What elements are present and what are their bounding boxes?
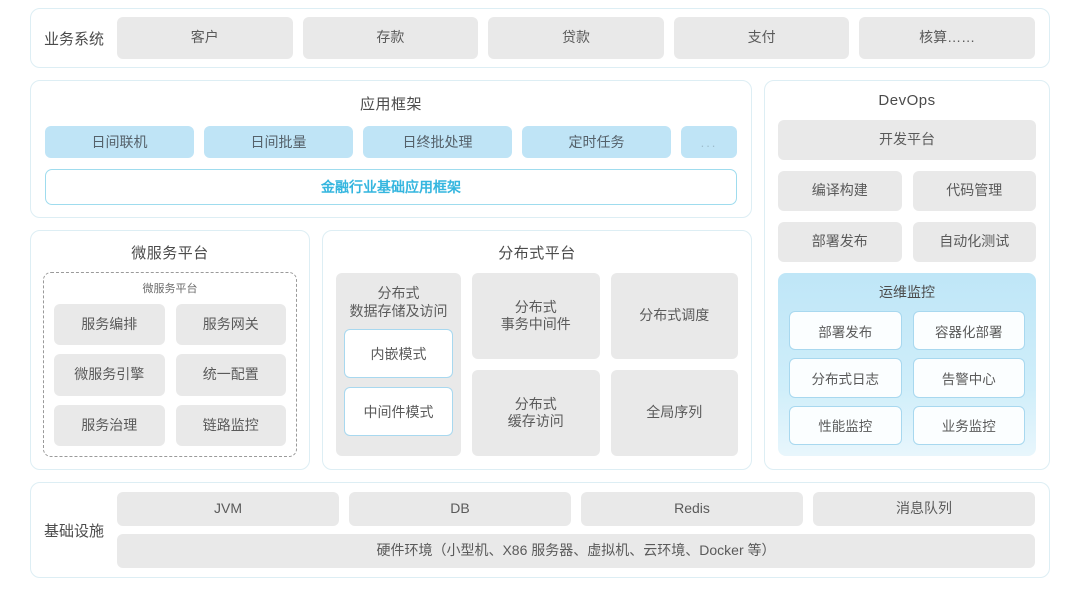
- ops-item-business-monitor[interactable]: 业务监控: [912, 405, 1025, 445]
- infra-component-jvm[interactable]: JVM: [117, 492, 339, 526]
- ops-item-distributed-log[interactable]: 分布式日志: [789, 358, 902, 398]
- devops-column: DevOps 开发平台 编译构建 代码管理 部署发布 自动化测试 运维监控 部署…: [764, 80, 1050, 470]
- business-card-customer[interactable]: 客户: [117, 17, 293, 59]
- micro-item-unified-config[interactable]: 统一配置: [175, 354, 286, 396]
- microservice-items-grid: 服务编排 服务网关 微服务引擎 统一配置 服务治理 链路监控: [54, 304, 286, 446]
- dist-card-3-line1: 全局序列: [646, 404, 703, 421]
- dist-card-2-line2: 缓存访问: [507, 413, 564, 429]
- business-systems-panel: 业务系统 客户 存款 贷款 支付 核算……: [30, 8, 1050, 68]
- ops-item-container-deploy[interactable]: 容器化部署: [912, 311, 1025, 351]
- appfw-pill-eod-batch[interactable]: 日终批处理: [363, 126, 512, 158]
- application-framework-panel: 应用框架 日间联机 日间批量 日终批处理 定时任务 ... 金融行业基础应用框架: [30, 80, 752, 218]
- dist-card-scheduling[interactable]: 分布式调度: [610, 273, 738, 359]
- business-card-accounting[interactable]: 核算……: [859, 17, 1035, 59]
- microservice-inner-title: 微服务平台: [142, 283, 198, 295]
- dist-card-global-sequence[interactable]: 全局序列: [610, 370, 738, 456]
- devops-dev-platform[interactable]: 开发平台: [778, 120, 1036, 160]
- business-systems-label: 业务系统: [43, 30, 104, 48]
- distributed-storage-card[interactable]: 分布式 数据存储及访问 内嵌模式 中间件模式: [336, 273, 461, 456]
- infra-component-redis[interactable]: Redis: [581, 492, 803, 526]
- devops-panel: DevOps 开发平台 编译构建 代码管理 部署发布 自动化测试 运维监控 部署…: [764, 80, 1050, 470]
- infra-hardware-environment[interactable]: 硬件环境（小型机、X86 服务器、虚拟机、云环境、Docker 等）: [117, 534, 1035, 568]
- appfw-pill-daytime-online[interactable]: 日间联机: [45, 126, 194, 158]
- infrastructure-label: 基础设施: [43, 522, 104, 540]
- ops-item-alert-center[interactable]: 告警中心: [912, 358, 1025, 398]
- micro-item-service-orchestration[interactable]: 服务编排: [54, 304, 165, 346]
- distributed-platform-panel: 分布式平台 分布式 数据存储及访问 内嵌模式 中间件模式: [322, 230, 752, 470]
- infrastructure-stack: JVM DB Redis 消息队列 硬件环境（小型机、X86 服务器、虚拟机、云…: [117, 492, 1035, 568]
- distributed-cards-grid: 分布式 事务中间件 分布式调度 分布式 缓存访问: [472, 273, 738, 456]
- devops-pair-1: 编译构建 代码管理: [778, 171, 1036, 211]
- devops-item-automated-test[interactable]: 自动化测试: [912, 222, 1036, 262]
- distributed-storage-title-line2: 数据存储及访问: [349, 302, 448, 319]
- micro-item-trace-monitor[interactable]: 链路监控: [175, 404, 286, 446]
- appfw-pill-scheduled-task[interactable]: 定时任务: [522, 126, 671, 158]
- ops-item-performance-monitor[interactable]: 性能监控: [789, 405, 902, 445]
- finance-base-framework-banner: 金融行业基础应用框架: [45, 169, 737, 205]
- distributed-platform-body: 分布式 数据存储及访问 内嵌模式 中间件模式 分布式 事务中间件: [336, 273, 738, 456]
- microservice-platform-title: 微服务平台: [131, 245, 209, 262]
- ops-monitor-group: 运维监控 部署发布 容器化部署 分布式日志 告警中心 性能监控 业务监控: [778, 273, 1036, 456]
- business-systems-cards: 客户 存款 贷款 支付 核算……: [117, 17, 1035, 59]
- infrastructure-components: JVM DB Redis 消息队列: [117, 492, 1035, 526]
- infrastructure-panel: 基础设施 JVM DB Redis 消息队列 硬件环境（小型机、X86 服务器、…: [30, 482, 1050, 578]
- micro-item-service-governance[interactable]: 服务治理: [54, 404, 165, 446]
- dist-card-0-line1: 分布式: [514, 298, 557, 315]
- dist-card-2-line1: 分布式: [514, 395, 557, 412]
- dist-card-transaction-middleware[interactable]: 分布式 事务中间件: [472, 273, 600, 359]
- devops-item-code-management[interactable]: 代码管理: [912, 171, 1036, 211]
- dist-card-0-line2: 事务中间件: [500, 316, 571, 332]
- micro-item-microservice-engine[interactable]: 微服务引擎: [54, 354, 165, 396]
- devops-item-compile-build[interactable]: 编译构建: [778, 171, 902, 211]
- devops-item-deploy-release[interactable]: 部署发布: [778, 222, 902, 262]
- appfw-pill-daytime-batch[interactable]: 日间批量: [204, 126, 353, 158]
- microservice-platform-panel: 微服务平台 微服务平台 服务编排 服务网关 微服务引擎 统一配置 服务治理 链路…: [30, 230, 310, 470]
- business-card-deposit[interactable]: 存款: [302, 17, 479, 59]
- middle-section: 应用框架 日间联机 日间批量 日终批处理 定时任务 ... 金融行业基础应用框架…: [30, 80, 1050, 470]
- infra-component-message-queue[interactable]: 消息队列: [813, 492, 1035, 526]
- platform-row: 微服务平台 微服务平台 服务编排 服务网关 微服务引擎 统一配置 服务治理 链路…: [30, 230, 752, 470]
- storage-mode-middleware[interactable]: 中间件模式: [344, 387, 453, 436]
- devops-title: DevOps: [878, 92, 936, 109]
- ops-monitor-title: 运维监控: [879, 284, 935, 300]
- distributed-storage-title: 分布式 数据存储及访问: [344, 285, 453, 320]
- infra-component-db[interactable]: DB: [349, 492, 571, 526]
- microservice-dashed-group: 微服务平台 服务编排 服务网关 微服务引擎 统一配置 服务治理 链路监控: [43, 272, 297, 457]
- dist-card-cache-access[interactable]: 分布式 缓存访问: [472, 370, 600, 456]
- dist-card-1-line1: 分布式调度: [639, 307, 710, 324]
- distributed-platform-title: 分布式平台: [498, 245, 576, 262]
- middle-left-column: 应用框架 日间联机 日间批量 日终批处理 定时任务 ... 金融行业基础应用框架…: [30, 80, 752, 470]
- micro-item-service-gateway[interactable]: 服务网关: [175, 304, 286, 346]
- business-card-loan[interactable]: 贷款: [488, 17, 664, 59]
- ops-monitor-grid: 部署发布 容器化部署 分布式日志 告警中心 性能监控 业务监控: [789, 311, 1025, 445]
- storage-mode-embedded[interactable]: 内嵌模式: [344, 329, 453, 378]
- devops-pair-2: 部署发布 自动化测试: [778, 222, 1036, 262]
- business-card-payment[interactable]: 支付: [673, 17, 850, 59]
- infrastructure-hardware-row: 硬件环境（小型机、X86 服务器、虚拟机、云环境、Docker 等）: [117, 534, 1035, 568]
- application-framework-pills: 日间联机 日间批量 日终批处理 定时任务 ...: [45, 126, 737, 158]
- appfw-pill-more[interactable]: ...: [681, 126, 737, 158]
- application-framework-title: 应用框架: [359, 96, 422, 113]
- ops-item-deploy-release[interactable]: 部署发布: [789, 311, 902, 351]
- distributed-storage-title-line1: 分布式: [377, 285, 420, 301]
